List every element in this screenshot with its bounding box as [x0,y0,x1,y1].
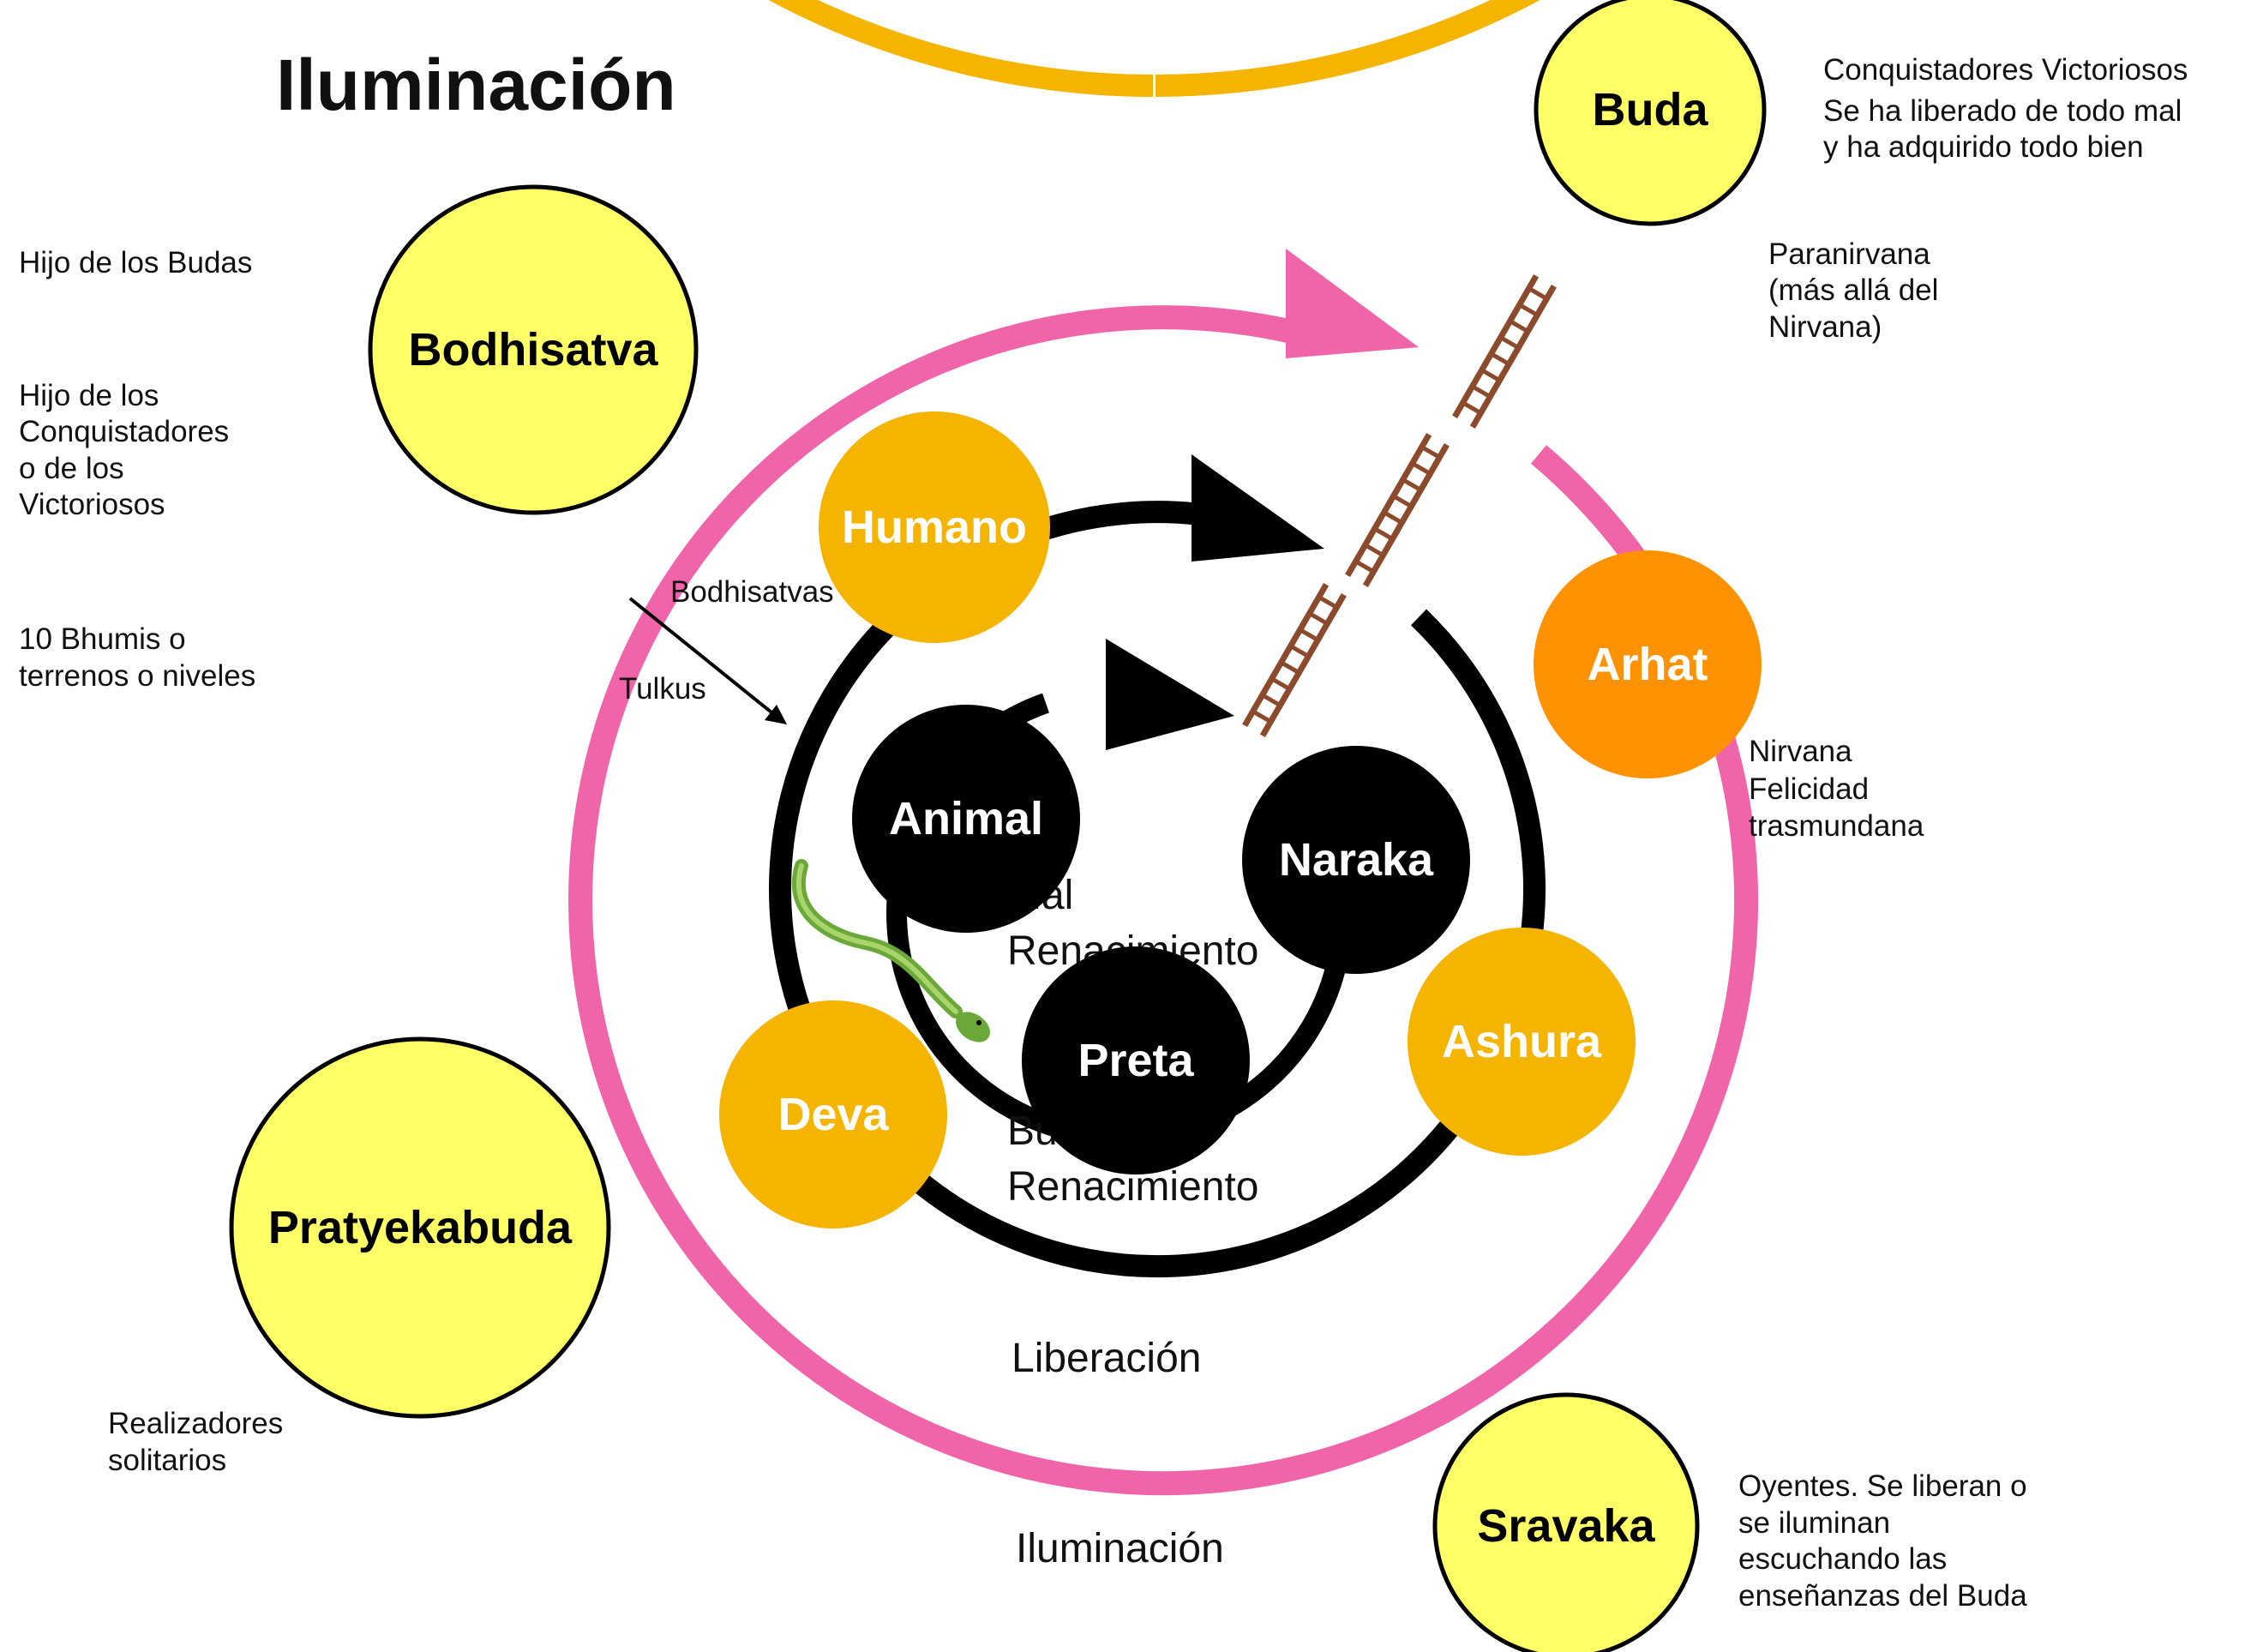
sravaka-desc-line1: Oyentes. Se liberan o [1738,1469,2027,1503]
buda-desc-line3: y ha adquirido todo bien [1823,130,2144,164]
bodhisatva-desc-2-line2: Conquistadores [19,415,229,448]
bhumis-line2: terrenos o niveles [19,659,255,693]
pratyekabuda-desc-line1: Realizadores [108,1407,283,1440]
deva-node: Deva [719,1000,947,1228]
animal-node: Animal [852,705,1080,933]
pratyekabuda-desc-line2: solitarios [108,1444,226,1477]
buda-desc-line1: Conquistadores Victoriosos [1823,53,2188,87]
nirvana-line1: Nirvana [1749,735,1852,768]
nirvana-line2: Felicidad [1749,772,1869,806]
bhumis-line1: 10 Bhumis o [19,622,186,656]
liberacion-label: Liberación [1011,1336,1201,1381]
sravaka-desc-line4: enseñanzas del Buda [1738,1579,2027,1613]
tulkus-arrow-head [765,705,787,724]
paranirvana-line1: Paranirvana [1768,237,1930,271]
buda-desc-line2: Se ha liberado de todo mal [1823,94,2182,128]
sravaka-desc-line2: se iluminan [1738,1506,1890,1540]
svg-text:Humano: Humano [842,502,1027,553]
paranirvana-line2: (más allá del [1768,273,1938,307]
svg-text:Deva: Deva [777,1089,889,1140]
svg-text:Ashura: Ashura [1442,1016,1602,1067]
bodhisatva-desc-2-line3: o de los [19,452,124,485]
lower-realms-arrow-head [1106,639,1234,750]
bodhisatvas-label: Bodhisatvas [670,575,834,609]
page-title: Iluminación [276,45,676,125]
liberation-ring [568,305,1758,1496]
ladder-icon [1245,585,1344,736]
bodhisatva-desc-1: Hijo de los Budas [19,246,252,279]
tulkus-arrow [628,597,777,718]
humano-node: Humano [819,411,1050,643]
pratyekabuda-node: Pratyekabuda [229,1036,611,1419]
svg-text:Arhat: Arhat [1587,639,1708,690]
ashura-node: Ashura [1408,928,1636,1156]
liberation-arrow-head [1286,249,1419,358]
tulkus-label: Tulkus [619,672,706,706]
buda-node: Buda [1534,0,1767,226]
svg-text:Sravaka: Sravaka [1477,1500,1655,1552]
paranirvana-line3: Nirvana) [1768,310,1882,344]
naraka-node: Naraka [1242,746,1470,974]
snake-icon [791,859,990,1042]
rebirth-arrow-head [1192,454,1324,562]
iluminacion-bottom-label: Iluminación [1016,1526,1224,1571]
bodhisatva-desc-2-line4: Victoriosos [19,488,165,521]
sravaka-desc-line3: escuchando las [1738,1542,1947,1576]
svg-text:Naraka: Naraka [1279,834,1434,886]
bodhisatva-node: Bodhisatva [368,184,699,515]
ladder-icon [1348,435,1447,586]
svg-text:Buda: Buda [1593,84,1709,135]
svg-text:Preta: Preta [1077,1035,1194,1086]
svg-text:Animal: Animal [889,793,1043,844]
svg-text:Pratyekabuda: Pratyekabuda [268,1202,573,1253]
sravaka-node: Sravaka [1432,1392,1700,1652]
bodhisatva-desc-2-line1: Hijo de los [19,379,159,412]
preta-node: Preta [1022,946,1250,1174]
ladder-icon [1455,276,1554,428]
arhat-node: Arhat [1534,550,1762,778]
nirvana-line3: trasmundana [1749,809,1924,843]
svg-text:Bodhisatva: Bodhisatva [408,324,658,375]
